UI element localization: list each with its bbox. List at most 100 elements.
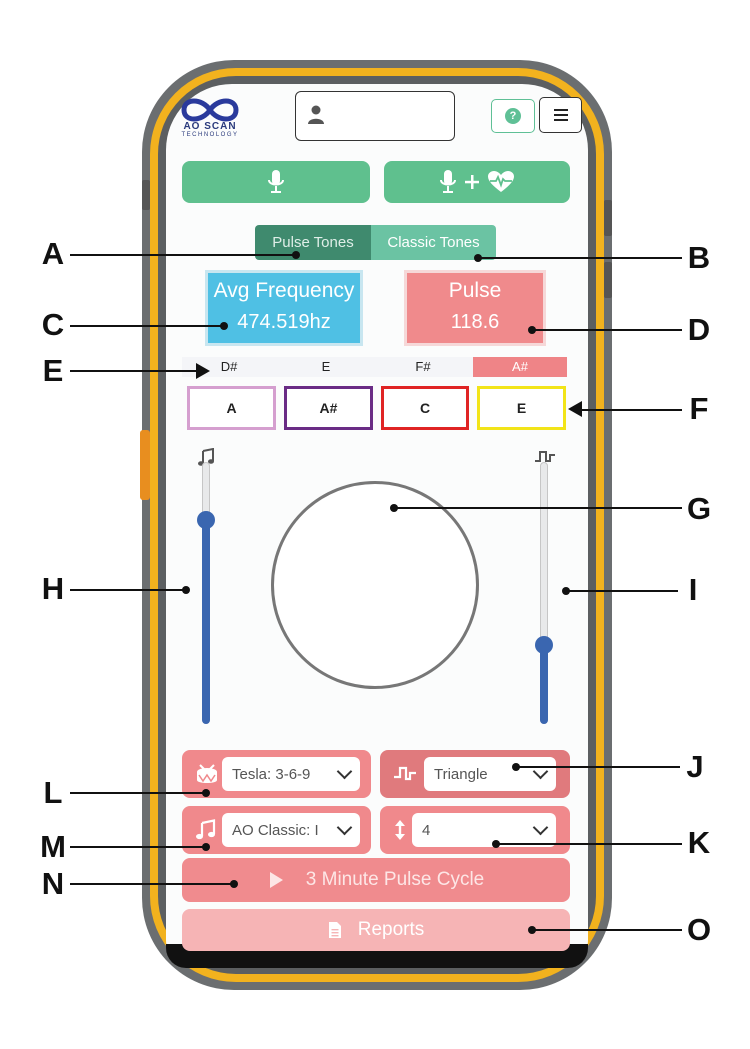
pulse-cycle-button[interactable]: 3 Minute Pulse Cycle — [182, 858, 570, 902]
waveform-select[interactable]: Triangle — [424, 757, 556, 791]
reports-label: Reports — [357, 919, 425, 940]
slider-thumb[interactable] — [197, 511, 215, 529]
waveform-select-value: Triangle — [434, 765, 488, 783]
step-select[interactable]: 4 — [412, 813, 556, 847]
phone-side-button — [604, 200, 612, 236]
callout-leader — [478, 257, 682, 259]
callout-leader — [582, 409, 682, 411]
menu-button[interactable] — [539, 97, 582, 133]
callout-leader — [396, 507, 682, 509]
pulse-readout: Pulse 118.6 — [404, 270, 546, 346]
rhythm-select-value: Tesla: 3-6-9 — [232, 765, 311, 783]
slider-fill — [540, 645, 548, 724]
avg-frequency-title: Avg Frequency — [213, 279, 355, 302]
infinity-logo-icon — [181, 98, 239, 122]
callout-leader — [70, 846, 206, 848]
callout-letter-j: J — [686, 749, 704, 784]
callout-leader — [70, 589, 186, 591]
callout-dot — [528, 926, 536, 934]
help-icon: ? — [505, 108, 521, 124]
callout-letter-n: N — [41, 866, 65, 901]
logo-subtext: TECHNOLOGY — [181, 132, 239, 138]
avg-frequency-readout: Avg Frequency 474.519hz — [205, 270, 363, 346]
user-selector[interactable] — [295, 91, 455, 141]
callout-letter-o: O — [686, 912, 712, 947]
callout-leader — [70, 792, 206, 794]
chevron-down-icon — [336, 763, 353, 780]
note-box[interactable]: E — [477, 386, 566, 430]
voice-pulse-scan-button[interactable] — [384, 161, 570, 203]
plus-icon — [465, 175, 479, 189]
rhythm-select[interactable]: Tesla: 3-6-9 — [222, 757, 360, 791]
callout-leader — [70, 254, 296, 256]
callout-leader — [496, 843, 682, 845]
note-box[interactable]: A# — [284, 386, 373, 430]
callout-leader — [70, 883, 234, 885]
callout-letter-h: H — [41, 571, 65, 606]
step-panel: 4 — [380, 806, 570, 854]
pulse-value: 118.6 — [450, 311, 500, 333]
hamburger-icon — [553, 109, 568, 121]
callout-leader — [516, 766, 680, 768]
callout-letter-b: B — [687, 240, 711, 275]
callout-letter-a: A — [41, 236, 65, 271]
note-label: F# — [415, 359, 431, 374]
chevron-down-icon — [336, 819, 353, 836]
vertical-arrows-icon — [395, 820, 405, 840]
callout-letter-k: K — [687, 825, 711, 860]
callout-letter-d: D — [687, 312, 711, 347]
callout-dot — [390, 504, 398, 512]
step-select-value: 4 — [422, 821, 431, 839]
tone-set-select[interactable]: AO Classic: I — [222, 813, 360, 847]
callout-letter-e: E — [42, 353, 64, 388]
microphone-icon — [440, 170, 456, 193]
callout-dot — [492, 840, 500, 848]
note-label: E — [321, 359, 331, 374]
drum-icon — [197, 764, 217, 783]
callout-dot — [528, 326, 536, 334]
play-icon — [269, 872, 283, 888]
microphone-icon — [268, 170, 284, 193]
waveform-panel: Triangle — [380, 750, 570, 798]
phone-side-button — [142, 180, 150, 210]
pulse-visualizer-circle — [271, 481, 479, 689]
logo-text: AO SCAN — [183, 121, 237, 132]
callout-letter-i: I — [688, 572, 698, 607]
intensity-slider[interactable] — [534, 462, 554, 724]
square-wave-icon — [394, 766, 416, 781]
user-icon — [308, 105, 324, 124]
volume-slider[interactable] — [196, 462, 216, 724]
voice-scan-button[interactable] — [182, 161, 370, 203]
callout-leader — [532, 929, 682, 931]
callout-leader — [70, 370, 198, 372]
music-note-icon — [196, 819, 216, 840]
slider-fill — [202, 520, 210, 724]
pulse-cycle-label: 3 Minute Pulse Cycle — [305, 869, 485, 890]
callout-dot — [562, 587, 570, 595]
callout-letter-m: M — [40, 829, 66, 864]
callout-leader — [70, 325, 224, 327]
note-label: D# — [220, 359, 238, 374]
callout-letter-c: C — [41, 307, 65, 342]
callout-leader — [566, 590, 678, 592]
tone-set-panel: AO Classic: I — [182, 806, 371, 854]
pulse-title: Pulse — [448, 279, 502, 302]
callout-dot — [182, 586, 190, 594]
help-button[interactable]: ? — [491, 99, 535, 133]
tone-set-select-value: AO Classic: I — [232, 821, 319, 839]
avg-frequency-value: 474.519hz — [237, 311, 331, 333]
chevron-down-icon — [532, 819, 549, 836]
note-box[interactable]: A — [187, 386, 276, 430]
slider-thumb[interactable] — [535, 636, 553, 654]
reports-button[interactable]: Reports — [182, 909, 570, 951]
note-box[interactable]: C — [381, 386, 469, 430]
heartbeat-icon — [488, 171, 514, 192]
callout-dot — [202, 843, 210, 851]
document-icon — [328, 922, 341, 938]
callout-letter-g: G — [686, 491, 712, 526]
callout-letter-l: L — [43, 775, 63, 810]
phone-side-button — [140, 430, 150, 500]
callout-dot — [230, 880, 238, 888]
callout-leader — [532, 329, 682, 331]
callout-dot — [220, 322, 228, 330]
